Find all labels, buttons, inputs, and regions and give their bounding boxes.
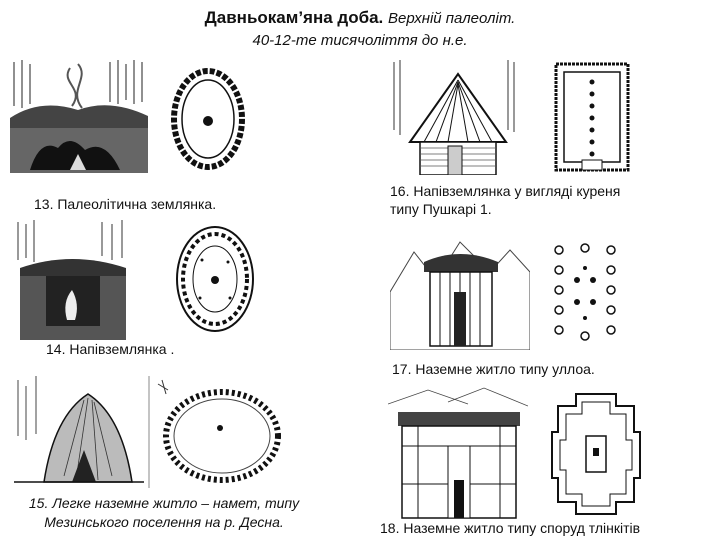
title-period: Верхній палеоліт. (388, 10, 516, 27)
caption-fig-18: 18. Наземне житло типу споруд тлінкітів (380, 520, 641, 536)
hut-illustration (390, 60, 520, 175)
ulloa-dwelling-plan (554, 243, 616, 341)
tlingit-house-illustration (388, 384, 528, 520)
tent-dwelling-plan (148, 376, 286, 488)
title-main: Давньокам’яна доба. (204, 8, 384, 27)
caption-fig-13: 13. Палеолітична землянка. (34, 196, 217, 212)
ulloa-dwelling-illustration (390, 232, 530, 350)
page-title: Давньокам’яна доба. Верхній палеоліт. (0, 8, 720, 28)
tlingit-house-plan (551, 393, 641, 515)
page-subtitle: 40-12-те тисячоліття до н.е. (252, 32, 468, 49)
hut-plan-rectangle (554, 62, 630, 172)
tent-dwelling-illustration (14, 376, 144, 488)
caption-fig-17: 17. Наземне житло типу уллоа. (392, 361, 595, 377)
caption-fig-14: 14. Напівземлянка . (46, 341, 175, 357)
semi-dugout-illustration (12, 220, 132, 340)
caption-fig-16-line-1: 16. Напівземлянка у вигляді куреня (390, 183, 621, 199)
semi-dugout-plan (176, 226, 254, 332)
caption-fig-16-line-2: типу Пушкарі 1. (390, 201, 492, 217)
dugout-scene-illustration (10, 58, 148, 173)
caption-fig-15-line-1: 15. Легке наземне житло – намет, типу (28, 495, 300, 511)
dugout-plan-oval (171, 68, 245, 170)
caption-fig-15-line-2: Мезинського поселення на р. Десна. (44, 514, 284, 530)
